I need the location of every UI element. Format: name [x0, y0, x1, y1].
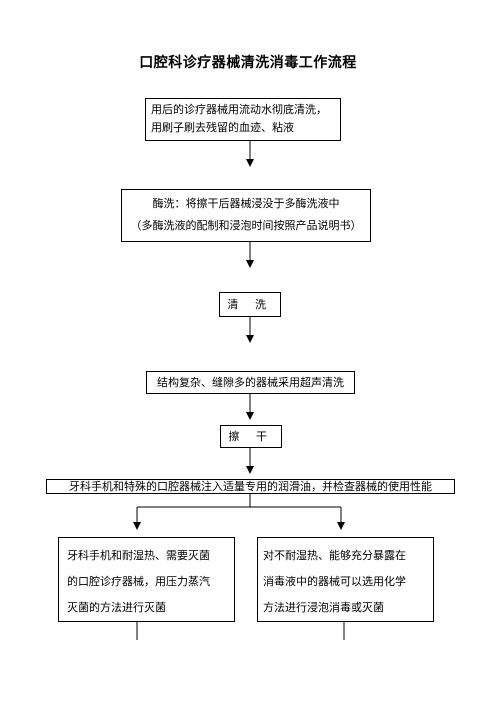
step-enzyme-box: 酶洗：将擦干后器械浸没于多酶洗液中 （多酶洗液的配制和浸泡时间按照产品说明书） — [121, 189, 371, 242]
step-enzyme-line-2: （多酶洗液的配制和浸泡时间按照产品说明书） — [130, 219, 362, 232]
step-rinse-line-2: 用刷子刷去残留的血迹、粘液 — [151, 121, 294, 134]
step-ultrasonic-label: 结构复杂、缝隙多的器械采用超声清洗 — [157, 376, 344, 389]
branch-left-line-2: 的口腔诊疗器械，用压力蒸汽 — [67, 575, 210, 588]
branch-right-line-2: 消毒液中的器械可以选用化学 — [263, 575, 406, 588]
step-wash-label: 清 洗 — [227, 298, 273, 311]
page-title: 口腔科诊疗器械清洗消毒工作流程 — [139, 55, 357, 71]
step-lubricate-box: 牙科手机和特殊的口腔器械注入适量专用的润滑油，并检查器械的使用性能 — [46, 479, 455, 494]
step-ultrasonic-box: 结构复杂、缝隙多的器械采用超声清洗 — [146, 371, 355, 394]
step-enzyme-line-1: 酶洗：将擦干后器械浸没于多酶洗液中 — [152, 197, 340, 210]
branch-left-line-1: 牙科手机和耐湿热、需要灭菌 — [67, 549, 210, 562]
step-wash-box: 清 洗 — [219, 292, 281, 317]
branch-left-box: 牙科手机和耐湿热、需要灭菌 的口腔诊疗器械，用压力蒸汽 灭菌的方法进行灭菌 — [58, 537, 235, 622]
branch-right-line-3: 方法进行浸泡消毒或灭菌 — [263, 601, 384, 614]
step-rinse-box: 用后的诊疗器械用流动水彻底清洗， 用刷子刷去残留的血迹、粘液 — [145, 98, 341, 141]
branch-right-box: 对不耐湿热、能够充分暴露在 消毒液中的器械可以选用化学 方法进行浸泡消毒或灭菌 — [257, 537, 434, 622]
step-dry-label: 擦 干 — [228, 430, 274, 443]
step-dry-box: 擦 干 — [220, 425, 282, 448]
branch-left-line-3: 灭菌的方法进行灭菌 — [67, 601, 166, 614]
step-rinse-line-1: 用后的诊疗器械用流动水彻底清洗， — [151, 103, 327, 116]
branch-right-line-1: 对不耐湿热、能够充分暴露在 — [263, 549, 406, 562]
step-lubricate-label: 牙科手机和特殊的口腔器械注入适量专用的润滑油，并检查器械的使用性能 — [69, 480, 432, 493]
